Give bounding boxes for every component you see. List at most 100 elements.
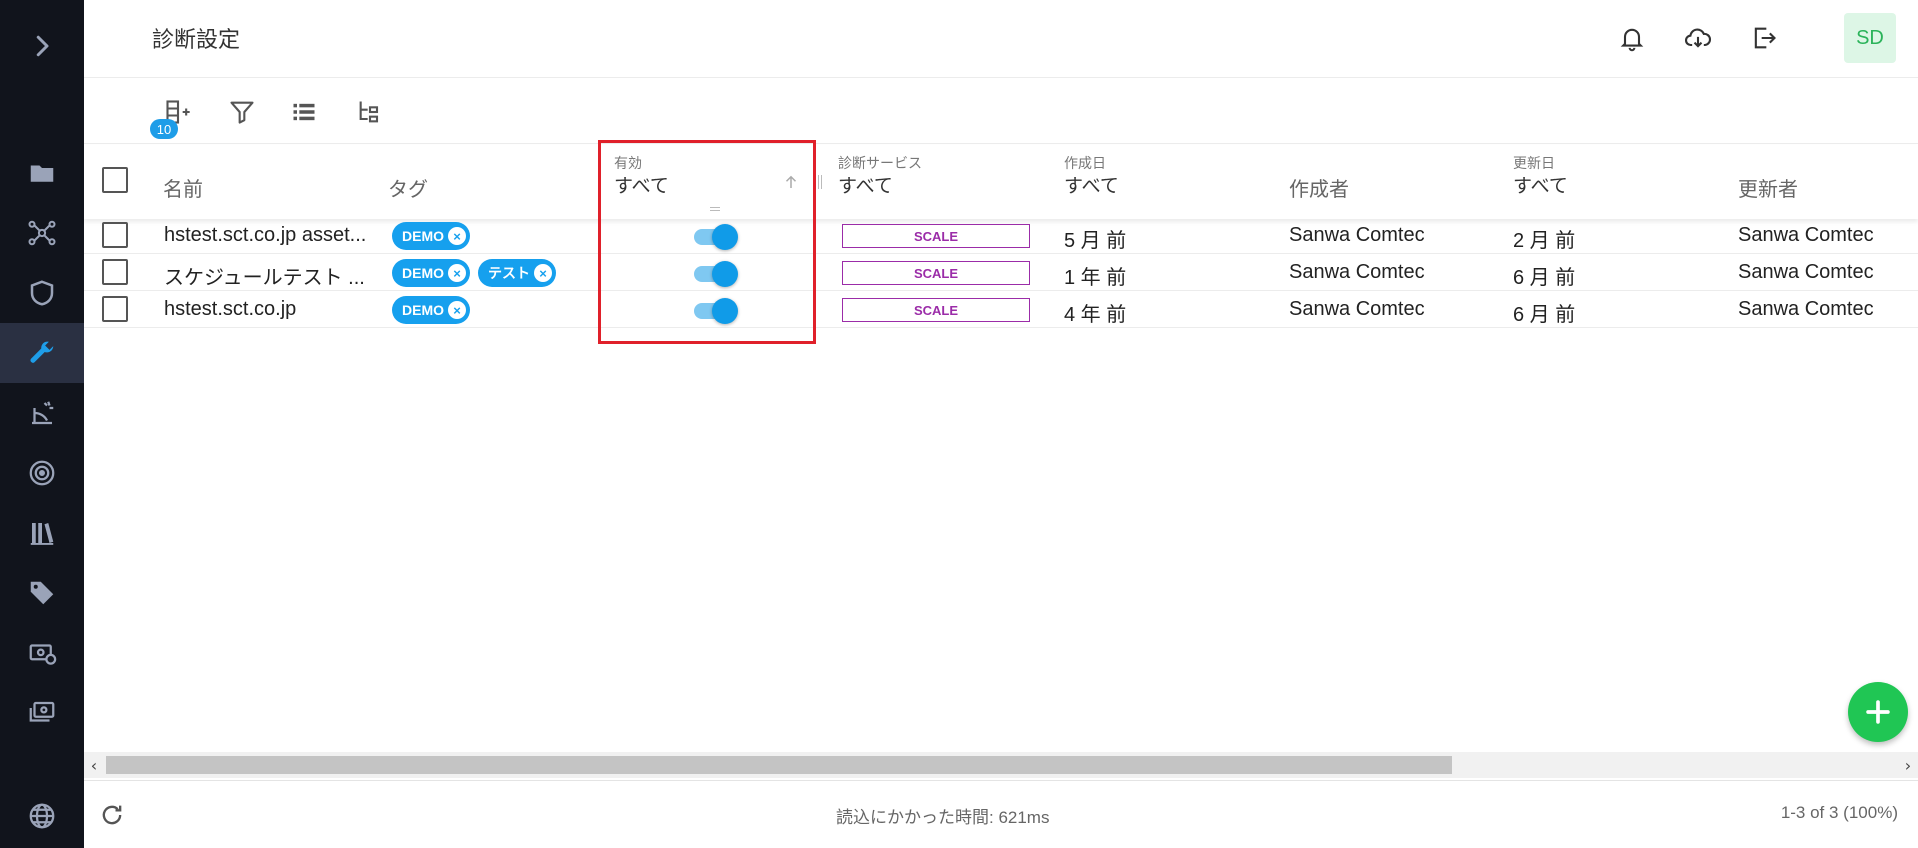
tag-label: DEMO xyxy=(402,302,444,318)
tag-chip[interactable]: DEMO × xyxy=(392,222,470,250)
filter-button[interactable] xyxy=(224,94,260,130)
tag-label: DEMO xyxy=(402,265,444,281)
column-header-updater[interactable]: 更新者 xyxy=(1738,177,1798,201)
row-updater: Sanwa Comtec xyxy=(1738,224,1874,246)
sidebar-item-tags[interactable] xyxy=(0,563,84,623)
pagination-text: 1-3 of 3 (100%) xyxy=(1780,803,1898,822)
globe-icon xyxy=(29,803,55,829)
sidebar-item-payments[interactable] xyxy=(0,683,84,743)
add-button[interactable] xyxy=(1848,682,1908,742)
row-created: 5 月 前 xyxy=(1064,230,1127,252)
folder-icon xyxy=(30,165,54,182)
sidebar-item-scan[interactable] xyxy=(0,383,84,443)
column-header-name[interactable]: 名前 xyxy=(163,177,203,201)
tag-chip[interactable]: テスト × xyxy=(478,259,556,287)
filter-icon xyxy=(230,101,254,124)
table-header: 名前 タグ 有効 すべて 診断サービス すべて 作成日 すべて 作成者 更新日 … xyxy=(84,145,1918,219)
tag-remove-icon[interactable]: × xyxy=(448,264,466,282)
column-filter-updated[interactable]: すべて xyxy=(1513,175,1568,197)
table-row[interactable]: hstest.sct.co.jp DEMO × SCALE 4 年 前 Sanw… xyxy=(84,291,1918,328)
column-resize-handle[interactable] xyxy=(710,207,720,211)
scroll-right-icon[interactable]: › xyxy=(1904,755,1912,775)
tree-icon xyxy=(359,101,379,123)
sidebar xyxy=(0,0,84,848)
column-filter-created[interactable]: すべて xyxy=(1064,175,1119,197)
user-avatar[interactable]: SD xyxy=(1844,13,1896,63)
radar-dish-icon xyxy=(32,401,54,425)
horizontal-scrollbar[interactable]: ‹ › xyxy=(84,752,1918,778)
network-icon xyxy=(28,220,56,246)
row-creator: Sanwa Comtec xyxy=(1289,298,1425,320)
column-label-service: 診断サービス xyxy=(838,156,922,172)
scrollbar-thumb[interactable] xyxy=(106,756,1452,774)
column-header-enabled[interactable]: 有効 すべて xyxy=(614,153,669,198)
row-checkbox[interactable] xyxy=(102,259,128,285)
row-created: 4 年 前 xyxy=(1064,304,1127,326)
chevron-right-icon xyxy=(36,35,49,57)
row-updater: Sanwa Comtec xyxy=(1738,298,1874,320)
shield-icon xyxy=(30,280,54,306)
tag-chip[interactable]: DEMO × xyxy=(392,259,470,287)
refresh-button[interactable] xyxy=(98,801,126,829)
logout-button[interactable] xyxy=(1746,20,1782,56)
row-creator: Sanwa Comtec xyxy=(1289,261,1425,283)
row-checkbox[interactable] xyxy=(102,296,128,322)
column-header-created[interactable]: 作成日 すべて xyxy=(1064,153,1119,198)
target-icon xyxy=(29,460,55,486)
enabled-toggle[interactable] xyxy=(692,224,738,250)
cloud-download-button[interactable] xyxy=(1680,20,1716,56)
list-view-button[interactable] xyxy=(286,94,322,130)
row-name[interactable]: スケジュールテスト ... xyxy=(164,267,365,289)
table-row[interactable]: hstest.sct.co.jp asset... DEMO × SCALE 5… xyxy=(84,217,1918,254)
enabled-toggle[interactable] xyxy=(692,298,738,324)
row-updated: 6 月 前 xyxy=(1513,267,1576,289)
sort-arrow-up-icon[interactable] xyxy=(782,173,800,191)
column-header-updated[interactable]: 更新日 すべて xyxy=(1513,153,1568,198)
column-drag-handle[interactable] xyxy=(818,175,822,189)
column-header-tag[interactable]: タグ xyxy=(388,177,428,201)
notifications-button[interactable] xyxy=(1614,20,1650,56)
table-footer: 読込にかかった時間: 621ms 1-3 of 3 (100%) xyxy=(84,780,1918,848)
sidebar-item-network[interactable] xyxy=(0,203,84,263)
column-label-updated: 更新日 xyxy=(1513,156,1555,172)
enabled-toggle[interactable] xyxy=(692,261,738,287)
row-name[interactable]: hstest.sct.co.jp xyxy=(164,298,297,320)
sidebar-expand-button[interactable] xyxy=(0,16,84,76)
column-label-enabled: 有効 xyxy=(614,156,642,172)
sidebar-item-language[interactable] xyxy=(0,786,84,846)
column-header-service[interactable]: 診断サービス すべて xyxy=(838,153,922,198)
tag-remove-icon[interactable]: × xyxy=(534,264,552,282)
refresh-icon xyxy=(102,805,122,825)
select-all-checkbox[interactable] xyxy=(102,167,128,193)
sidebar-item-target[interactable] xyxy=(0,443,84,503)
plus-icon xyxy=(1866,700,1890,724)
scroll-left-icon[interactable]: ‹ xyxy=(90,755,98,775)
sidebar-item-diagnosis-settings[interactable] xyxy=(0,323,84,383)
row-created: 1 年 前 xyxy=(1064,267,1127,289)
library-icon xyxy=(30,523,54,545)
row-name[interactable]: hstest.sct.co.jp asset... xyxy=(164,224,367,246)
column-filter-service[interactable]: すべて xyxy=(838,175,893,197)
row-updated: 6 月 前 xyxy=(1513,304,1576,326)
tag-remove-icon[interactable]: × xyxy=(448,301,466,319)
logout-icon xyxy=(1754,27,1776,49)
sidebar-item-security[interactable] xyxy=(0,263,84,323)
sidebar-item-library[interactable] xyxy=(0,503,84,563)
row-updater: Sanwa Comtec xyxy=(1738,261,1874,283)
tag-chip[interactable]: DEMO × xyxy=(392,296,470,324)
table-row[interactable]: スケジュールテスト ... DEMO × テスト × SCALE 1 年 前 S… xyxy=(84,254,1918,291)
tree-view-button[interactable] xyxy=(352,94,388,130)
sidebar-item-folder[interactable] xyxy=(0,143,84,203)
service-badge: SCALE xyxy=(842,224,1030,248)
cash-icon xyxy=(29,701,55,722)
column-count-badge: 10 xyxy=(150,119,178,139)
app-header: 診断設定 SD xyxy=(84,0,1918,78)
sidebar-item-billing[interactable] xyxy=(0,623,84,683)
tag-remove-icon[interactable]: × xyxy=(448,227,466,245)
wrench-icon xyxy=(30,341,54,363)
column-filter-enabled[interactable]: すべて xyxy=(614,175,669,197)
row-updated: 2 月 前 xyxy=(1513,230,1576,252)
column-header-creator[interactable]: 作成者 xyxy=(1289,177,1349,201)
row-checkbox[interactable] xyxy=(102,222,128,248)
service-badge: SCALE xyxy=(842,261,1030,285)
